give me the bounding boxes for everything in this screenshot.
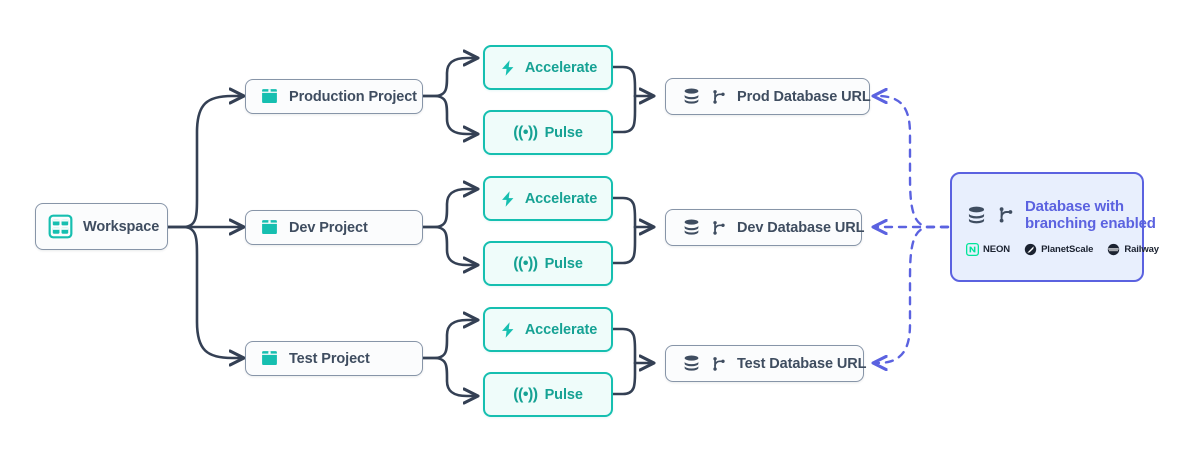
edge-test-to-pulse — [421, 356, 477, 396]
node-production-project[interactable]: Production Project — [245, 79, 423, 114]
callout-title-line2: branching enabled — [1025, 215, 1156, 232]
provider-neon[interactable]: NEON — [966, 243, 1010, 256]
node-workspace[interactable]: Workspace — [35, 203, 168, 250]
node-prod-database-url[interactable]: Prod Database URL — [665, 78, 871, 115]
node-accelerate-production[interactable]: Accelerate — [483, 45, 613, 90]
edge-callout-to-prod-db — [874, 96, 950, 229]
git-branch-icon — [710, 219, 728, 237]
node-test-database-url[interactable]: Test Database URL — [665, 345, 867, 382]
edge-pulse-dev-to-db — [611, 225, 637, 265]
callout-provider-logos: NEON PlanetScale — [966, 243, 1159, 256]
edge-dev-to-pulse — [421, 225, 477, 265]
pulse-signal-icon: ((•)) — [513, 385, 538, 403]
git-branch-icon — [996, 205, 1016, 225]
edge-accelerate-prod-to-db — [611, 65, 637, 98]
edge-group-workspace-to-projects — [166, 96, 243, 358]
edge-accelerate-test-to-db — [611, 327, 637, 365]
provider-railway-label: Railway — [1124, 244, 1159, 255]
edge-workspace-to-test — [166, 225, 243, 358]
planetscale-logo-icon — [1024, 243, 1037, 256]
database-stack-icon — [682, 87, 701, 106]
git-branch-icon — [710, 355, 728, 373]
workspace-grid-icon — [48, 214, 73, 239]
provider-railway[interactable]: Railway — [1107, 243, 1159, 256]
node-dev-project-label: Dev Project — [289, 219, 368, 236]
lightning-bolt-icon — [499, 59, 517, 77]
node-database-branching-callout[interactable]: Database with branching enabled NEON — [950, 172, 1159, 282]
node-pulse-production[interactable]: ((•)) Pulse — [483, 110, 613, 155]
callout-header: Database with branching enabled — [966, 198, 1156, 232]
edge-accelerate-dev-to-db — [611, 196, 637, 229]
pulse-signal-icon: ((•)) — [513, 123, 538, 141]
node-pulse-production-label: Pulse — [544, 124, 583, 141]
node-accelerate-production-label: Accelerate — [524, 59, 598, 76]
project-box-icon — [260, 218, 279, 237]
node-test-database-url-label: Test Database URL — [737, 355, 867, 372]
node-prod-database-url-label: Prod Database URL — [737, 88, 871, 105]
callout-title: Database with branching enabled — [1025, 198, 1156, 232]
node-test-project-label: Test Project — [289, 350, 370, 367]
node-accelerate-test[interactable]: Accelerate — [483, 307, 613, 352]
node-dev-database-url-label: Dev Database URL — [737, 219, 865, 236]
railway-logo-icon — [1107, 243, 1120, 256]
lightning-bolt-icon — [499, 321, 517, 339]
node-accelerate-test-label: Accelerate — [524, 321, 598, 338]
node-pulse-dev[interactable]: ((•)) Pulse — [483, 241, 613, 286]
node-pulse-test-label: Pulse — [544, 386, 583, 403]
node-dev-database-url[interactable]: Dev Database URL — [665, 209, 865, 246]
node-dev-project[interactable]: Dev Project — [245, 210, 423, 245]
edge-workspace-to-production — [166, 96, 243, 229]
node-accelerate-dev[interactable]: Accelerate — [483, 176, 613, 221]
provider-planetscale-label: PlanetScale — [1041, 244, 1094, 255]
node-pulse-test[interactable]: ((•)) Pulse — [483, 372, 613, 417]
pulse-signal-icon: ((•)) — [513, 254, 538, 272]
edge-production-to-accelerate — [421, 58, 477, 98]
git-branch-icon — [710, 88, 728, 106]
edge-dev-to-accelerate — [421, 189, 477, 229]
neon-logo-icon — [966, 243, 979, 256]
project-box-icon — [260, 349, 279, 368]
node-test-project[interactable]: Test Project — [245, 341, 423, 376]
project-box-icon — [260, 87, 279, 106]
node-pulse-dev-label: Pulse — [544, 255, 583, 272]
node-accelerate-dev-label: Accelerate — [524, 190, 598, 207]
node-production-project-label: Production Project — [289, 88, 417, 105]
edge-pulse-prod-to-db — [611, 94, 637, 134]
database-stack-icon — [682, 218, 701, 237]
node-workspace-label: Workspace — [83, 218, 160, 235]
edge-callout-to-test-db — [874, 225, 950, 363]
database-stack-icon — [966, 205, 987, 226]
database-stack-icon — [682, 354, 701, 373]
edge-pulse-test-to-db — [611, 361, 637, 396]
edge-group-callout-to-databases — [874, 96, 950, 363]
provider-neon-label: NEON — [983, 244, 1011, 255]
edge-group-products-to-databases — [611, 65, 653, 396]
callout-title-line1: Database with — [1025, 198, 1124, 215]
edge-group-projects-to-products — [421, 58, 477, 396]
edge-production-to-pulse — [421, 94, 477, 134]
lightning-bolt-icon — [499, 190, 517, 208]
edge-test-to-accelerate — [421, 320, 477, 360]
provider-planetscale[interactable]: PlanetScale — [1024, 243, 1093, 256]
